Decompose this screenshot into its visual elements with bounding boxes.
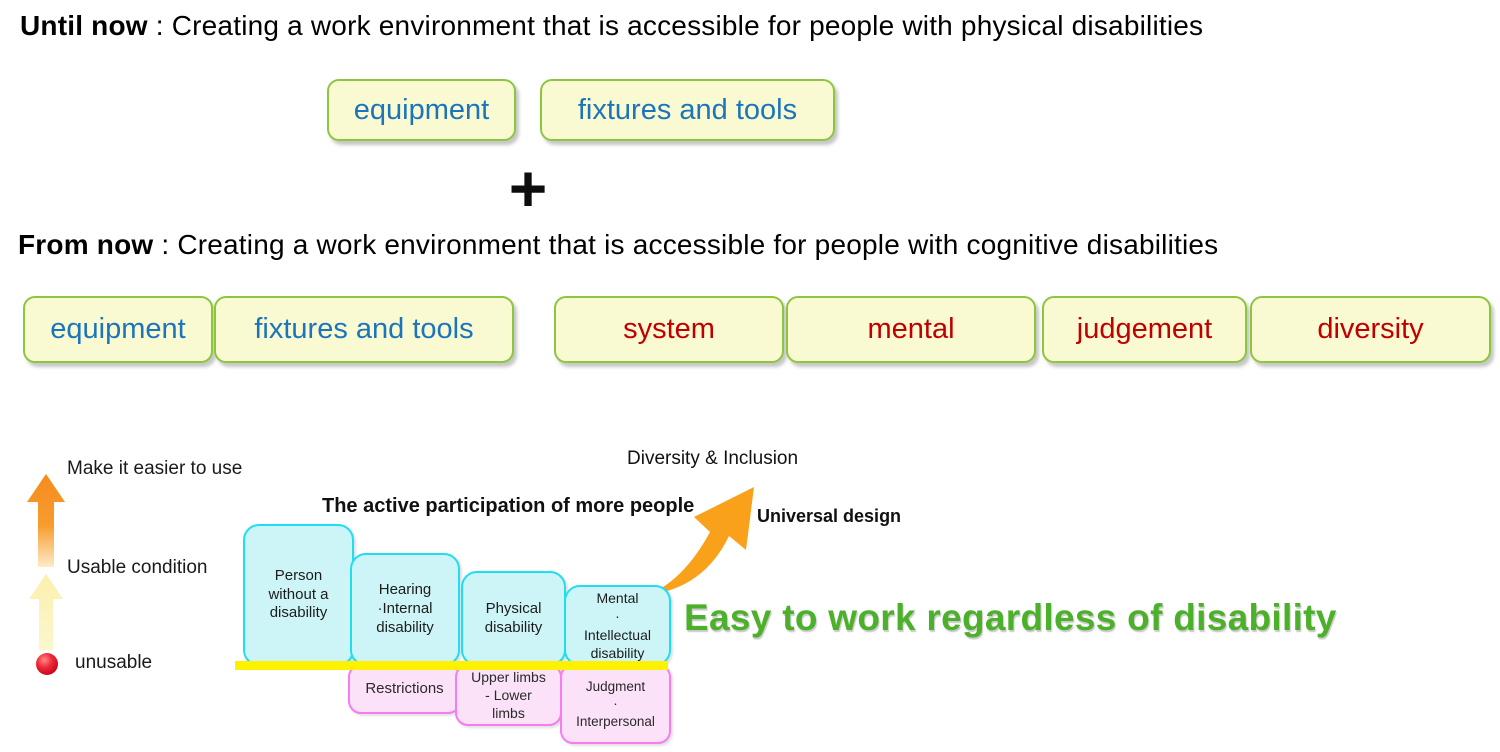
up-arrow-orange-icon [27,474,65,567]
diversity-inclusion-label: Diversity & Inclusion [627,448,799,469]
from-now-label: From now [18,229,154,260]
until-now-label: Until now [20,10,148,41]
until-now-heading: Until now : Creating a work environment … [20,10,1203,42]
cyan-box-person-without-disability: Person without a disability [243,524,354,666]
staircase-title: The active participation of more people [322,495,695,517]
until-now-text: : Creating a work environment that is ac… [147,10,1204,41]
curved-arrow-icon [648,487,754,595]
cyan-box-physical: Physical disability [461,571,566,666]
gauge-label-middle: Usable condition [67,557,208,578]
pill-fixtures-tools-row1: fixtures and tools [540,79,835,141]
universal-design-label: Universal design [757,506,902,526]
from-now-text: : Creating a work environment that is ac… [153,229,1219,260]
pill-judgement: judgement [1042,296,1247,363]
easy-to-work-headline: Easy to work regardless of disability [684,597,1337,638]
pill-diversity: diversity [1250,296,1491,363]
from-now-heading: From now : Creating a work environment t… [18,229,1218,261]
usability-gauge-icon [27,474,65,675]
up-arrow-yellow-icon [29,574,63,650]
pill-mental: mental [786,296,1036,363]
pill-system: system [554,296,784,363]
pink-box-judgment-interpersonal: Judgment · Interpersonal [560,664,671,744]
pink-box-upper-lower-limbs: Upper limbs - Lower limbs [455,664,562,726]
pill-fixtures-tools-row2: fixtures and tools [214,296,514,363]
pill-equipment-row2: equipment [23,296,213,363]
pink-box-restrictions: Restrictions [348,664,461,714]
red-dot-icon [36,653,58,675]
baseline-bar [235,661,668,670]
pill-equipment-row1: equipment [327,79,516,141]
gauge-label-top: Make it easier to use [67,458,243,479]
cyan-box-hearing-internal: Hearing ·Internal disability [350,553,460,666]
cyan-box-mental-intellectual: Mental · Intellectual disability [564,585,671,666]
gauge-label-bottom: unusable [75,652,153,673]
plus-icon: + [508,151,548,225]
